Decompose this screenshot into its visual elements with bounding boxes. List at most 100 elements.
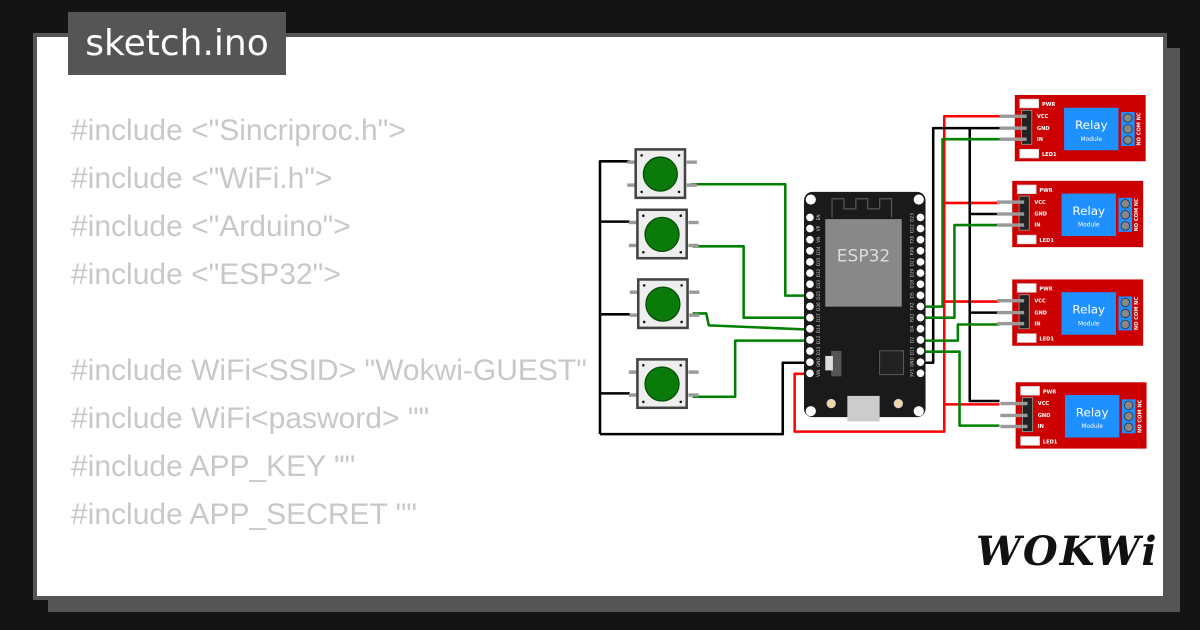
pin-label: D26 — [816, 302, 822, 311]
pin-d25 — [806, 291, 814, 300]
push-button[interactable] — [627, 148, 697, 200]
pin-d15 — [916, 347, 925, 355]
button-pin — [628, 370, 640, 374]
mount-hole — [913, 406, 924, 417]
code-line: #include WiFi<SSID> "Wokwi-GUEST" — [71, 354, 587, 387]
esp32-board[interactable]: ESP32ENVPVND34D35D32D33D25D26D27D14D12D1… — [804, 191, 926, 422]
pin-label: IN — [1038, 424, 1044, 430]
header-pin — [999, 126, 1027, 130]
wire — [598, 160, 810, 436]
button-pin — [628, 220, 640, 225]
pin-label: VCC — [1034, 200, 1046, 206]
pin-d14 — [806, 324, 814, 333]
pin-label: D13 — [816, 346, 822, 355]
button-pin — [689, 290, 700, 294]
led1-label: LED1 — [1042, 152, 1057, 158]
pin-3v3 — [916, 369, 925, 378]
code-line: #include APP_SECRET "" — [71, 498, 417, 531]
pin-d34 — [806, 246, 814, 255]
pin-label: VCC — [1038, 401, 1050, 407]
pin-label: D2 — [909, 337, 915, 343]
button-dot — [640, 190, 643, 194]
button-cap — [644, 366, 680, 402]
button-pin — [688, 220, 699, 225]
code-line: #include <"Arduino"> — [71, 210, 351, 243]
pin-vn — [806, 235, 814, 244]
mount-hole — [805, 406, 816, 417]
button-pin — [628, 393, 640, 397]
pin-label: TX2 — [909, 302, 915, 312]
button-dot — [679, 400, 683, 404]
pin-label: D33 — [816, 280, 822, 289]
pwr-label: PWR — [1039, 287, 1052, 293]
button-dot — [680, 320, 683, 324]
esp32-chip — [825, 219, 902, 307]
header-pin — [1000, 424, 1028, 429]
code-line: #include <"WiFi.h"> — [71, 162, 333, 195]
button-pin — [627, 160, 638, 164]
pin-label: D12 — [816, 335, 822, 344]
relay-subtitle: Module — [1081, 423, 1103, 430]
terminal-label: NO COM NC — [1137, 399, 1143, 433]
terminal-label: NO COM NC — [1134, 198, 1140, 232]
mount-hole — [805, 194, 816, 205]
pin-d19 — [916, 269, 925, 277]
pin-label: D15 — [909, 346, 915, 355]
led1 — [1016, 333, 1037, 343]
push-button[interactable] — [628, 358, 699, 410]
terminal-screw — [1120, 297, 1130, 308]
terminal-screw — [1124, 422, 1134, 433]
pin-label: VP — [816, 225, 822, 231]
relay-title: Relay — [1075, 118, 1108, 132]
terminal-screw — [1120, 199, 1130, 209]
pin-d13 — [806, 347, 814, 355]
wire — [692, 312, 811, 331]
pin-d12 — [806, 336, 814, 344]
pwr-label: PWR — [1042, 102, 1055, 108]
pin-label: GND — [909, 357, 915, 367]
regulator-tab — [825, 355, 833, 371]
relay-subtitle: Module — [1078, 320, 1100, 327]
header-pin — [999, 137, 1027, 141]
terminal-screw — [1120, 319, 1130, 330]
mount-hole — [913, 194, 924, 205]
button-pin — [688, 393, 699, 397]
pin-gnd — [806, 358, 814, 366]
pin-label: D4 — [909, 325, 915, 331]
pin-d35 — [806, 258, 814, 266]
led1-label: LED1 — [1043, 440, 1058, 446]
pin-label: RX2 — [909, 313, 915, 322]
pwr-led — [1016, 184, 1037, 195]
pin-label: D34 — [816, 246, 822, 255]
pin-d23 — [916, 213, 925, 222]
wokwi-logo: WOKWi — [976, 528, 1159, 575]
pin-label: GND — [1038, 413, 1051, 419]
push-button[interactable] — [628, 208, 699, 260]
button-dot — [642, 214, 645, 217]
code-line: #define RELAY_PIN_1 21 — [71, 587, 587, 596]
pin-d26 — [806, 302, 814, 311]
wire — [692, 245, 810, 319]
pin-d2 — [916, 336, 925, 344]
led1-label: LED1 — [1039, 337, 1054, 343]
pwr-led — [1019, 98, 1040, 109]
push-button[interactable] — [629, 278, 700, 330]
pin-d22 — [916, 224, 925, 233]
button-dot — [679, 364, 683, 367]
terminal-screw — [1124, 411, 1134, 421]
terminal-label: NO COM NC — [1134, 297, 1140, 331]
relay-body — [1061, 292, 1116, 335]
code-preview: #include <"Sincriproc.h">#include <"WiFi… — [71, 107, 587, 596]
pin-d33 — [806, 280, 814, 289]
pin-label: 3V3 — [909, 369, 915, 378]
pwr-led — [1020, 386, 1040, 396]
pin-label: D18 — [909, 280, 915, 289]
wire — [690, 182, 810, 297]
header-pin — [1000, 401, 1028, 406]
pin-label: D19 — [909, 268, 915, 277]
